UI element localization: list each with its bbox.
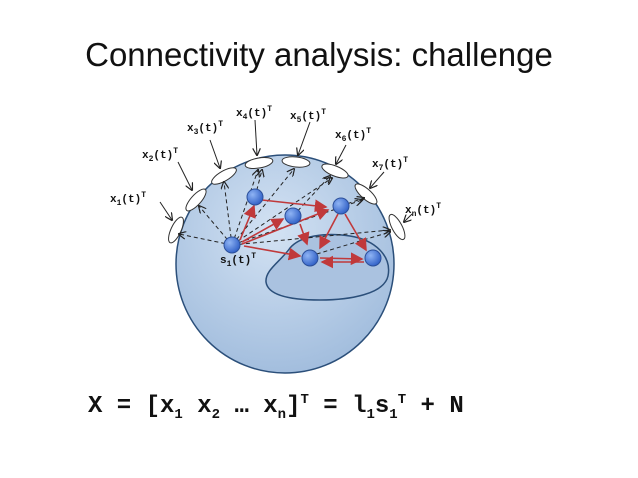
sensor-3 <box>211 167 237 185</box>
label-xn: xn(t)T <box>405 202 441 219</box>
sensors <box>168 156 406 244</box>
label-x2: x2(t)T <box>142 147 178 164</box>
sensor-2 <box>185 188 207 212</box>
node-a <box>246 188 264 206</box>
node-e <box>364 249 382 267</box>
label-pointers <box>159 119 413 222</box>
label-x5: x5(t)T <box>290 108 326 125</box>
node-c <box>332 197 350 215</box>
label-x7: x7(t)T <box>372 156 408 173</box>
label-x3: x3(t)T <box>187 120 223 137</box>
label-x6: x6(t)T <box>335 127 371 144</box>
node-b <box>284 207 302 225</box>
sensor-6 <box>321 163 349 179</box>
sensor-n <box>388 213 406 241</box>
node-d <box>301 249 319 267</box>
model-equation: X = [x1 x2 … xn]T = l1s1T + N <box>88 392 464 423</box>
red-connections <box>239 199 367 269</box>
label-x4: x4(t)T <box>236 105 272 122</box>
node-s1 <box>223 236 241 254</box>
source-nodes <box>223 188 382 267</box>
label-s1: s1(t)T <box>220 252 256 269</box>
slide-title: Connectivity analysis: challenge <box>85 36 553 73</box>
label-x1: x1(t)T <box>110 191 146 208</box>
